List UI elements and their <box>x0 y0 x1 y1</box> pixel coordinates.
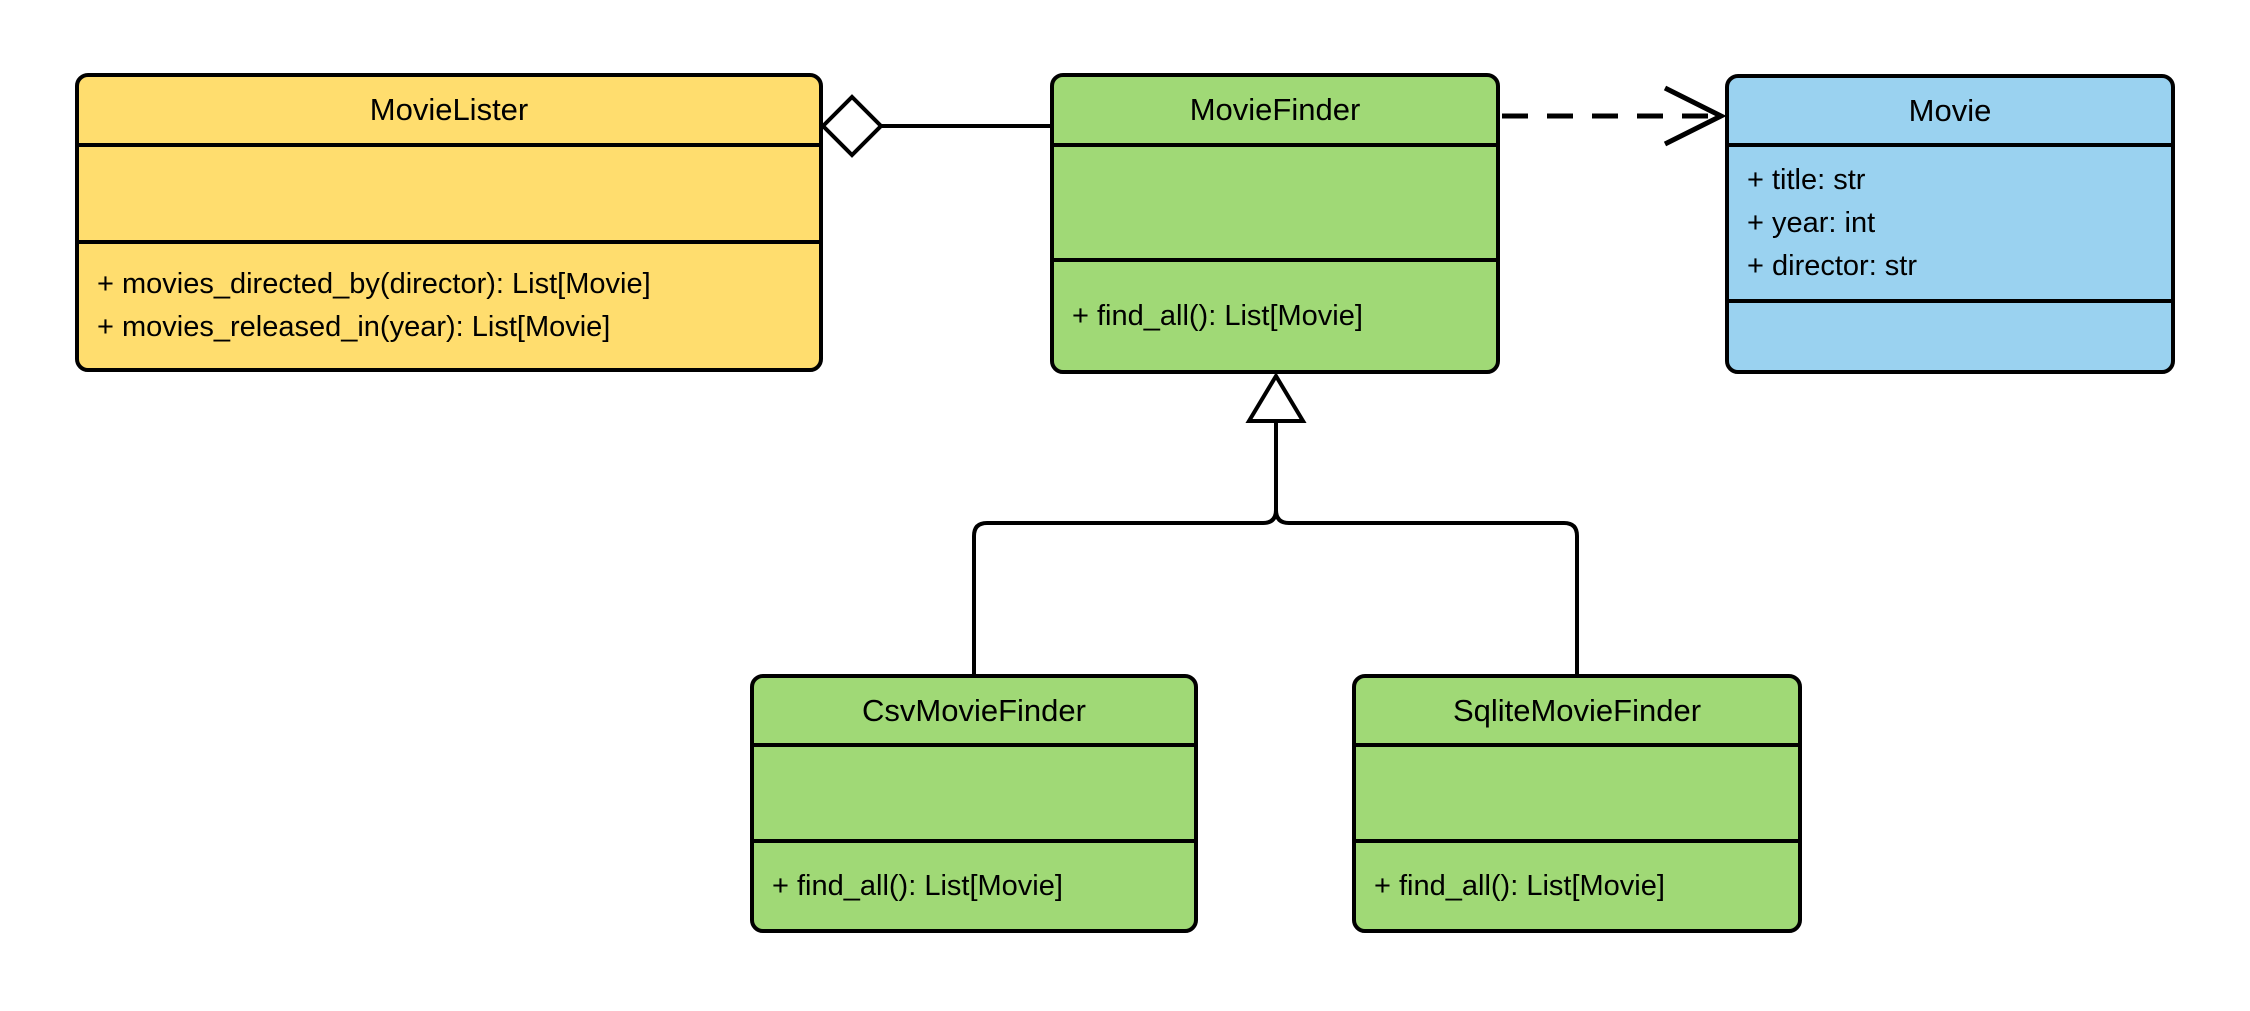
attributes-compartment <box>754 743 1194 839</box>
dependency-open-arrow-icon <box>1663 85 1727 147</box>
class-name-movielister: MovieLister <box>369 92 529 127</box>
generalization-triangle-icon <box>1245 372 1307 423</box>
methods-compartment: + movies_directed_by(director): List[Mov… <box>79 240 819 368</box>
class-box-csvmoviefinder: CsvMovieFinder + find_all(): List[Movie] <box>750 674 1198 933</box>
method-item: + find_all(): List[Movie] <box>772 869 1063 902</box>
method-item: + movies_directed_by(director): List[Mov… <box>97 268 651 300</box>
methods-compartment <box>1729 299 2171 370</box>
method-item: + find_all(): List[Movie] <box>1072 299 1363 332</box>
attributes-compartment <box>1054 143 1496 258</box>
generalization-connector-left <box>972 421 1278 674</box>
generalization-connector-right <box>1274 421 1579 674</box>
class-box-movielister: MovieLister + movies_directed_by(directo… <box>75 73 823 372</box>
attribute-item: + title: str <box>1747 163 1866 196</box>
class-name-csvmoviefinder: CsvMovieFinder <box>862 692 1086 728</box>
attributes-compartment <box>79 143 819 240</box>
class-box-moviefinder: MovieFinder + find_all(): List[Movie] <box>1050 73 1500 374</box>
attributes-compartment: + title: str + year: int + director: str <box>1729 143 2171 299</box>
class-name-sqlitemoviefinder: SqliteMovieFinder <box>1452 692 1702 728</box>
attributes-compartment <box>1356 743 1798 839</box>
class-box-movie: Movie + title: str + year: int + directo… <box>1725 74 2175 374</box>
methods-compartment: + find_all(): List[Movie] <box>1356 839 1798 929</box>
attribute-item: + year: int <box>1747 206 1876 239</box>
attribute-item: + director: str <box>1747 249 1918 282</box>
class-box-sqlitemoviefinder: SqliteMovieFinder + find_all(): List[Mov… <box>1352 674 1802 933</box>
methods-compartment: + find_all(): List[Movie] <box>1054 258 1496 370</box>
class-name-moviefinder: MovieFinder <box>1189 92 1361 127</box>
methods-compartment: + find_all(): List[Movie] <box>754 839 1194 929</box>
class-name-movie: Movie <box>1908 92 1992 128</box>
method-item: + movies_released_in(year): List[Movie] <box>97 311 611 343</box>
aggregation-diamond-icon <box>820 94 884 158</box>
method-item: + find_all(): List[Movie] <box>1374 869 1665 902</box>
